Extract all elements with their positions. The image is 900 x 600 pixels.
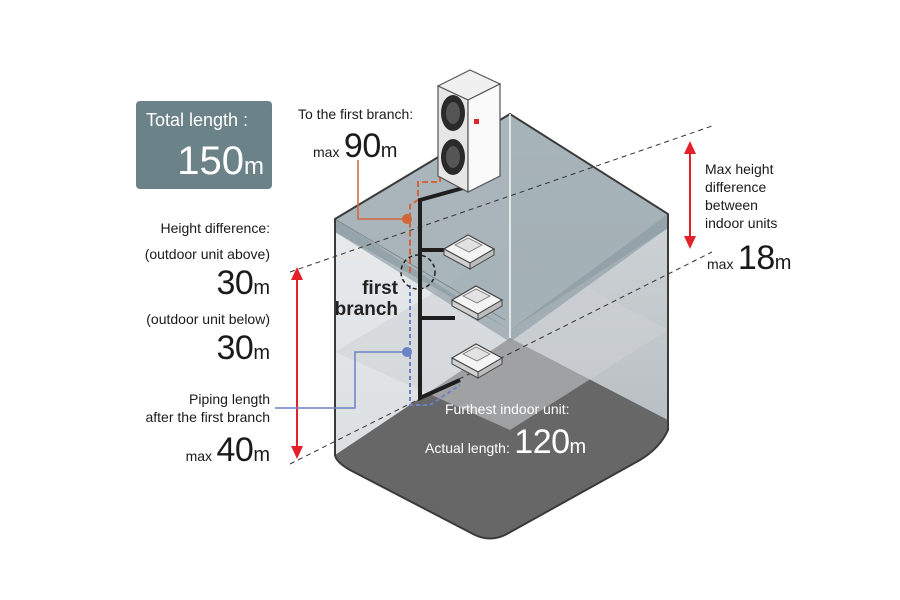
piping-after-branch-number: 40 <box>216 431 254 469</box>
first-branch-label-line2: branch <box>334 299 398 320</box>
height-arrow-right <box>684 141 696 249</box>
height-above-label: (outdoor unit above) <box>144 246 270 262</box>
first-branch-marker <box>400 254 436 290</box>
indoor-unit-3 <box>450 343 504 379</box>
piping-after-branch-line1: Piping length <box>189 391 270 407</box>
ground-floor <box>335 338 668 539</box>
first-branch-run-number: 90 <box>343 127 381 165</box>
height-above-unit: m <box>253 277 270 299</box>
furthest-unit-label: Furthest indoor unit: <box>445 401 570 417</box>
furthest-number: 120 <box>514 423 570 461</box>
furthest-unit-value: Actual length: 120m <box>425 424 586 460</box>
height-difference-label: Height difference: <box>160 220 270 236</box>
outdoor-unit <box>436 69 502 193</box>
first-branch-run-value: max 90m <box>313 128 397 164</box>
blue-callout-dot <box>402 347 412 357</box>
height-above-number: 30 <box>216 264 254 302</box>
indoor-height-line4: indoor units <box>705 215 778 231</box>
first-branch-label-line1: first <box>362 278 398 299</box>
piping-after-branch-value: max 40m <box>150 432 270 468</box>
total-length-value: 150m <box>177 139 264 189</box>
first-branch-label: first branch <box>318 278 398 320</box>
orange-callout-dot <box>402 214 412 224</box>
furthest-actual-label: Actual length: <box>425 440 510 456</box>
furthest-unit: m <box>569 436 587 458</box>
indoor-unit-2 <box>450 285 504 321</box>
blue-callout <box>275 351 404 409</box>
blue-pipe-route <box>409 285 461 406</box>
indoor-height-line1: Max height <box>705 161 774 177</box>
total-length-label: Total length : <box>146 110 249 130</box>
height-below-unit: m <box>253 342 270 364</box>
piping-after-branch-unit: m <box>253 444 270 466</box>
piping-after-branch-prefix: max <box>185 448 213 464</box>
orange-callout <box>357 160 406 220</box>
first-branch-run-label: To the first branch: <box>298 106 414 122</box>
indoor-height-unit: m <box>774 252 792 274</box>
guide-line-1 <box>289 125 713 273</box>
height-above-value: 30m <box>170 264 271 302</box>
indoor-unit-1 <box>442 234 496 270</box>
first-branch-run-unit: m <box>380 140 398 162</box>
total-length-box: Total length : 150m <box>136 101 272 189</box>
building-outline <box>334 112 669 540</box>
indoor-height-prefix: max <box>707 256 734 272</box>
indoor-height-line2: difference <box>705 179 767 195</box>
indoor-height-line3: between <box>705 197 758 213</box>
indoor-height-number: 18 <box>737 239 775 277</box>
height-arrow-left <box>291 267 303 459</box>
total-length-number: 150 <box>177 139 244 183</box>
height-below-number: 30 <box>216 329 254 367</box>
height-below-label: (outdoor unit below) <box>146 311 270 327</box>
indoor-height-value: max 18m <box>707 240 791 276</box>
total-length-unit: m <box>244 153 264 180</box>
height-below-value: 30m <box>170 329 271 367</box>
first-branch-run-prefix: max <box>313 144 340 160</box>
piping-after-branch-line2: after the first branch <box>145 409 270 425</box>
